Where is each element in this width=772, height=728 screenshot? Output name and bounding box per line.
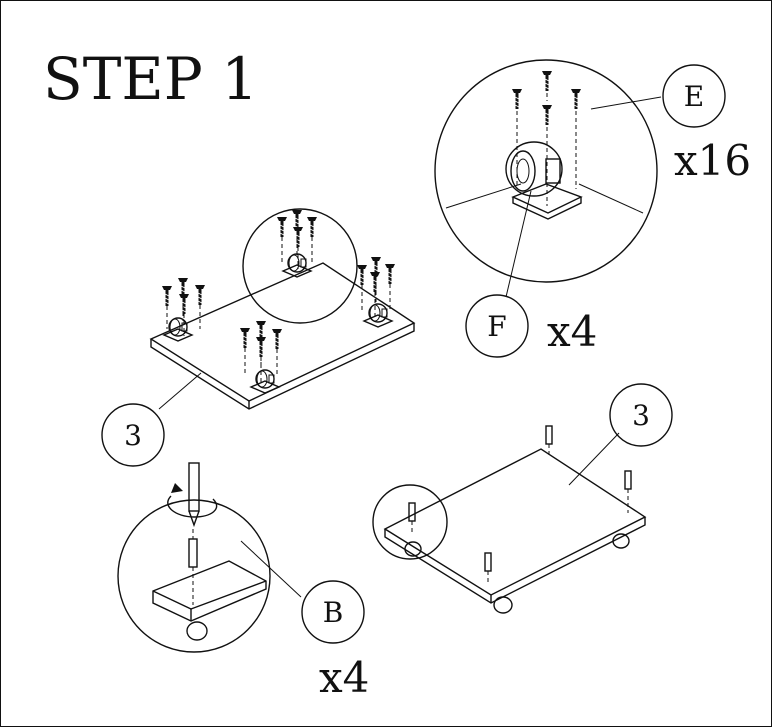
screw-group (355, 255, 397, 317)
quantity-F: x4 (547, 307, 597, 356)
part-callout-3-left: 3 (101, 403, 165, 467)
magnifier-circle (372, 484, 448, 560)
quantity-B: x4 (319, 653, 369, 702)
part-letter-F: F (487, 310, 506, 343)
bolt (408, 502, 416, 533)
magnifier-circle (242, 208, 358, 324)
screw-group (160, 276, 207, 336)
board-with-bolts (372, 425, 647, 614)
bolt (484, 552, 492, 585)
part-callout-B: B x4 (301, 580, 369, 702)
caster (282, 253, 312, 278)
part-callout-F: F x4 (465, 294, 597, 358)
step-title: STEP 1 (43, 45, 258, 113)
bolt-insertion-detail (117, 462, 302, 653)
magnified-caster-detail (434, 59, 662, 298)
caster (250, 369, 280, 394)
part-letter-B: B (323, 596, 344, 629)
caster (363, 303, 393, 328)
caster (163, 317, 193, 342)
bolt (624, 470, 632, 513)
board-with-casters (149, 208, 416, 410)
bolt (545, 425, 553, 457)
quantity-E: x16 (674, 136, 751, 185)
screw-group (275, 208, 319, 269)
part-number-3: 3 (124, 419, 142, 452)
part-callout-3-right: 3 (609, 383, 673, 447)
part-number-3: 3 (632, 399, 650, 432)
part-letter-E: E (684, 80, 704, 113)
screw-group (238, 319, 284, 385)
part-callout-E: E x16 (662, 64, 751, 185)
